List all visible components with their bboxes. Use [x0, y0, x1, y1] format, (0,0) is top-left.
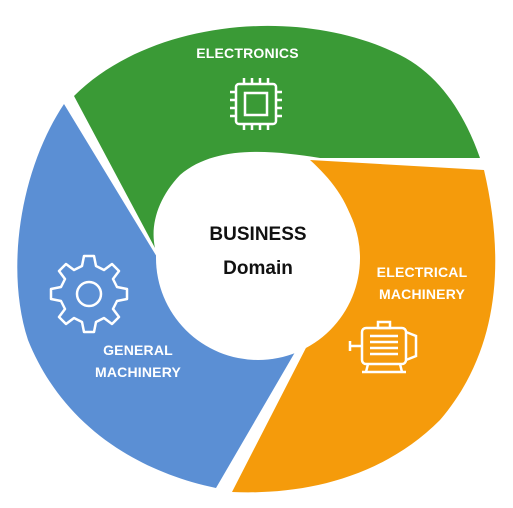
segment-label-electrical-machinery: ELECTRICAL MACHINERY — [362, 261, 482, 305]
chip-icon — [230, 78, 282, 130]
electronics-label: ELECTRONICS — [196, 45, 299, 61]
segment-label-electronics: ELECTRONICS — [185, 42, 310, 64]
center-subtitle: Domain — [223, 258, 293, 279]
gear-icon — [49, 254, 129, 334]
electric-motor-icon — [348, 320, 418, 374]
general-machinery-label-line2: MACHINERY — [94, 364, 182, 380]
segment-electronics — [74, 25, 480, 249]
center-title: BUSINESS — [209, 224, 307, 245]
segment-label-general-machinery: GENERAL MACHINERY — [78, 339, 198, 383]
segment-electrical-machinery — [232, 160, 496, 493]
general-machinery-label-line1: GENERAL — [103, 342, 173, 358]
segment-general-machinery — [17, 104, 306, 488]
electrical-machinery-label-line2: MACHINERY — [378, 286, 466, 302]
electrical-machinery-label-line1: ELECTRICAL — [376, 264, 468, 280]
center-circle — [156, 156, 360, 360]
